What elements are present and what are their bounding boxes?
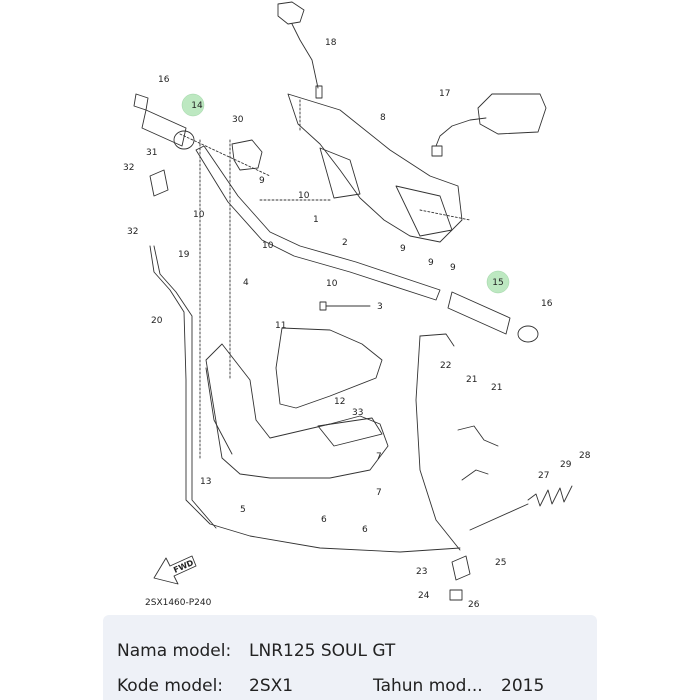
part-label: 24 xyxy=(418,591,430,601)
part-label: 14 xyxy=(191,101,203,111)
part-label: 13 xyxy=(200,477,211,487)
front-cover xyxy=(275,327,383,409)
part-label: 16 xyxy=(541,299,553,309)
part-label: 9 xyxy=(400,244,406,254)
model-code-label: Kode model: xyxy=(117,676,224,696)
part-label: 10 xyxy=(326,279,338,289)
handlebar xyxy=(195,145,441,301)
year-label: Tahun mod... xyxy=(373,676,483,696)
part-label: 22 xyxy=(440,361,451,371)
part-label: 33 xyxy=(352,408,363,418)
part-label: 18 xyxy=(325,38,337,48)
left-mirror-head xyxy=(277,1,305,25)
parts-diagram: 14 15 1 2 3 4 5 6 6 7 7 8 9 9 9 9 10 10 … xyxy=(123,1,591,610)
part-label: 6 xyxy=(321,515,327,525)
spring xyxy=(527,485,573,507)
exploded-view-drawing: 14 15 1 2 3 4 5 6 6 7 7 8 9 9 9 9 10 10 … xyxy=(123,1,591,610)
part-label: 7 xyxy=(376,488,382,498)
part-label: 15 xyxy=(492,278,503,288)
part-label: 9 xyxy=(450,263,456,273)
part-label: 17 xyxy=(439,89,450,99)
front-panel xyxy=(205,343,389,479)
part-label: 9 xyxy=(259,176,265,186)
throttle-cable xyxy=(149,245,461,553)
part-label: 20 xyxy=(151,316,163,326)
part-label: 4 xyxy=(243,278,249,288)
left-mirror-stem xyxy=(291,23,319,89)
year-value: 2015 xyxy=(501,676,545,696)
part-label: 26 xyxy=(468,600,480,610)
part-label: 10 xyxy=(193,210,205,220)
part-label: 16 xyxy=(158,75,170,85)
part-label: 6 xyxy=(362,525,368,535)
part-label: 27 xyxy=(538,471,549,481)
part-label: 7 xyxy=(376,452,382,462)
part-label: 3 xyxy=(377,302,383,312)
part-label: 31 xyxy=(146,148,157,158)
part-label: 32 xyxy=(123,163,134,173)
diagram-code: 2SX1460-P240 xyxy=(145,598,212,608)
part-label: 21 xyxy=(491,383,502,393)
part-label: 28 xyxy=(579,451,591,461)
left-grip xyxy=(141,109,187,147)
part-label: 1 xyxy=(313,215,319,225)
handle-cover-rear xyxy=(287,93,463,243)
part-label: 8 xyxy=(380,113,386,123)
highlight-14 xyxy=(181,93,205,117)
part-label: 19 xyxy=(178,250,190,260)
part-label: 11 xyxy=(275,321,286,331)
part-label: 29 xyxy=(560,460,572,470)
model-name-value: LNR125 SOUL GT xyxy=(249,641,396,661)
part-label: 10 xyxy=(298,191,310,201)
part-label: 30 xyxy=(232,115,244,125)
model-name-label: Nama model: xyxy=(117,641,232,661)
part-label: 9 xyxy=(428,258,434,268)
part-label: 10 xyxy=(262,241,274,251)
part-label: 5 xyxy=(240,505,246,515)
part-label: 12 xyxy=(334,397,345,407)
right-grip xyxy=(447,291,511,335)
part-label: 21 xyxy=(466,375,477,385)
part-label: 23 xyxy=(416,567,427,577)
model-info-panel: Nama model: LNR125 SOUL GT Kode model: 2… xyxy=(103,615,597,700)
fwd-label: FWD xyxy=(172,558,195,575)
part-label: 25 xyxy=(495,558,506,568)
model-code-value: 2SX1 xyxy=(249,676,294,696)
right-mirror-head xyxy=(477,93,547,135)
part-label: 2 xyxy=(342,238,348,248)
highlight-15 xyxy=(486,270,510,294)
part-label: 32 xyxy=(127,227,138,237)
